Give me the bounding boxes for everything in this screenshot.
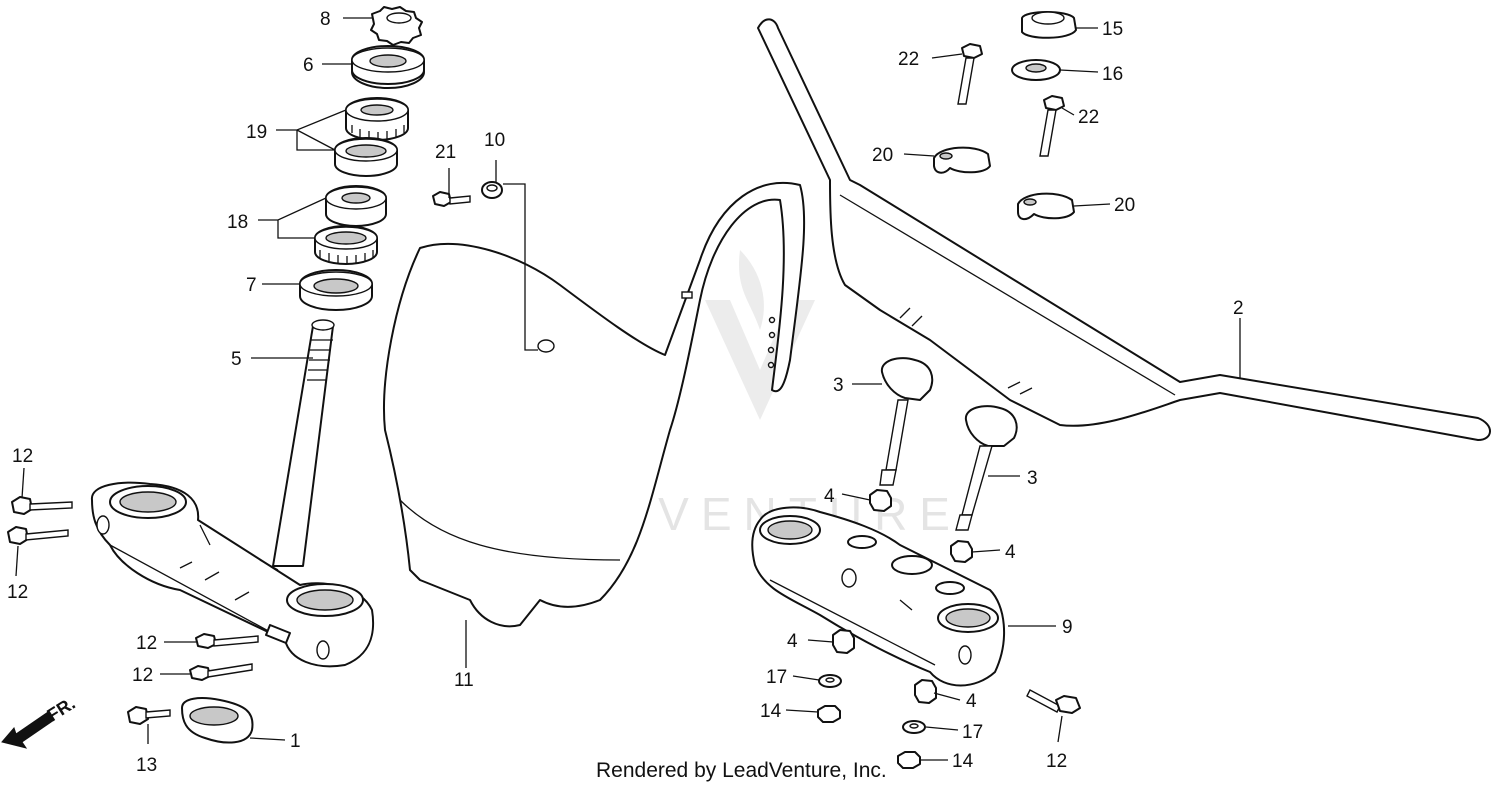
part-4-nut-a — [869, 489, 892, 512]
callout-2: 2 — [1233, 298, 1244, 319]
part-2-handlebar — [757, 18, 1491, 441]
part-12-bolt-right — [1026, 689, 1081, 714]
part-19-upper-race — [334, 137, 398, 177]
part-12-bolt-left-top — [11, 496, 73, 515]
callout-8: 8 — [320, 9, 331, 30]
callout-12-left-bottom: 12 — [7, 582, 28, 603]
part-12-bolt-mid-top — [195, 633, 259, 649]
callout-19: 19 — [246, 122, 267, 143]
callout-14-a: 14 — [760, 701, 782, 722]
part-21-bolt — [432, 191, 471, 207]
part-6-cone-race — [351, 45, 425, 89]
part-5-steering-stem — [272, 319, 335, 567]
front-arrow-icon — [1, 711, 55, 749]
part-14-nut-a — [817, 705, 841, 723]
callout-7: 7 — [246, 275, 257, 296]
callout-20-a: 20 — [872, 145, 893, 166]
callout-12-mid-bottom: 12 — [132, 665, 153, 686]
part-3-holder-upper — [879, 357, 934, 486]
part-12-bolt-left-bottom — [7, 526, 69, 545]
part-12-bolt-mid-bottom — [189, 663, 253, 681]
part-17-washer-b — [902, 720, 926, 734]
part-14-nut-b — [897, 751, 921, 769]
callout-11: 11 — [454, 670, 474, 691]
part-22-bolt-b — [1039, 95, 1065, 157]
part-19-upper-bearing — [345, 97, 409, 141]
part-18-dust-seal — [325, 185, 387, 227]
part-1-clamp — [181, 697, 254, 744]
part-3-holder-lower — [955, 405, 1018, 531]
callout-21: 21 — [435, 142, 456, 163]
callout-16: 16 — [1102, 64, 1123, 85]
callout-4-b: 4 — [1005, 542, 1016, 563]
callout-labels: 8 6 19 18 7 5 21 10 11 2 3 3 4 4 4 4 17 … — [7, 9, 1244, 776]
callout-3-lower: 3 — [1027, 468, 1038, 489]
callout-6: 6 — [303, 55, 314, 76]
callout-3-upper: 3 — [833, 375, 844, 396]
part-4-nut-c — [832, 629, 855, 654]
part-16-washer — [1011, 59, 1061, 81]
callout-18: 18 — [227, 212, 248, 233]
part-4-nut-d — [914, 679, 937, 704]
callout-14-b: 14 — [952, 751, 974, 772]
part-20-holder-cap-a — [933, 146, 991, 174]
callout-4-d: 4 — [966, 691, 977, 712]
credit-text: Rendered by LeadVenture, Inc. — [596, 759, 887, 782]
part-10-grommet — [481, 181, 503, 199]
part-15-nut — [1021, 11, 1077, 39]
part-22-bolt-a — [957, 43, 983, 105]
callout-13: 13 — [136, 755, 157, 776]
part-18-lower-bearing — [314, 225, 378, 265]
callout-12-right: 12 — [1046, 751, 1067, 772]
part-11-number-plate — [383, 181, 806, 628]
front-direction-indicator: FR. — [1, 693, 79, 749]
part-4-nut-b — [950, 540, 973, 563]
callout-22-b: 22 — [1078, 107, 1099, 128]
part-13-bolt — [127, 706, 171, 725]
leader-lines — [15, 17, 1241, 761]
callout-4-c: 4 — [787, 631, 798, 652]
callout-10: 10 — [484, 130, 505, 151]
callout-17-b: 17 — [962, 722, 983, 743]
part-17-washer-a — [818, 674, 842, 688]
part-7-lower-race — [299, 269, 373, 311]
callout-9: 9 — [1062, 617, 1073, 638]
callout-5: 5 — [231, 349, 242, 370]
part-9-upper-triple-clamp — [751, 506, 1006, 687]
callout-22-a: 22 — [898, 49, 919, 70]
callout-1: 1 — [290, 731, 301, 752]
part-lower-triple-clamp — [90, 481, 375, 668]
part-8-lock-nut — [370, 6, 423, 46]
part-20-holder-cap-b — [1017, 192, 1075, 220]
callout-4-a: 4 — [824, 486, 835, 507]
callout-12-mid-top: 12 — [136, 633, 157, 654]
callout-20-b: 20 — [1114, 195, 1135, 216]
callout-12-left-top: 12 — [12, 446, 33, 467]
callout-17-a: 17 — [766, 667, 787, 688]
callout-15: 15 — [1102, 19, 1123, 40]
